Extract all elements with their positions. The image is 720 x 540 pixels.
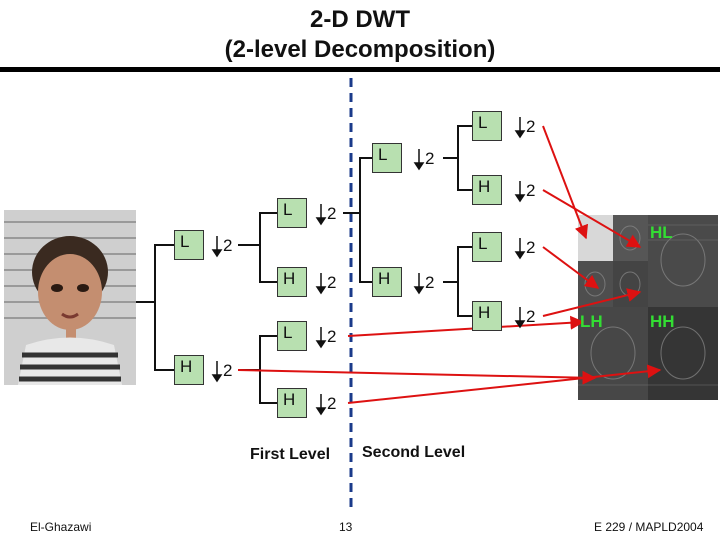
subband-label-lh: LH [580,312,603,331]
arrow-hh [542,288,642,317]
filter-box-l2-lh: H [472,175,502,205]
decomposed-image [578,215,718,400]
slide-title: 2-D DWT [310,6,410,33]
downsample-label: 2 [327,273,337,292]
title-rule [0,67,720,72]
downsample-label: 2 [327,394,337,413]
downsample-label: 2 [223,236,233,255]
downsample-label: 2 [526,238,536,257]
downsample-label: 2 [526,117,536,136]
input-photo [4,210,136,385]
filter-box-l2-hl: L [472,232,502,262]
filter-box-l2-hh: H [472,301,502,331]
filter-box-lll: L [372,143,402,173]
footer-page-number: 13 [339,520,353,534]
filter-box-ll: L [277,198,307,228]
first-level-label: First Level [250,446,331,463]
arrow-level1-hh [347,364,662,404]
footer-course: E 229 / MAPLD2004 [594,520,704,534]
subband-label-hh: HH [650,312,675,331]
downsample-label: 2 [425,273,435,292]
arrow-level1-lh [347,315,585,337]
filter-box-l1-high: H [174,355,204,385]
arrow-lh [542,246,600,289]
second-level-label: Second Level [362,444,466,461]
footer-author: El-Ghazawi [30,520,92,534]
downsample-label: 2 [425,149,435,168]
filter-box-hh: H [277,388,307,418]
filter-box-llh: H [372,267,402,297]
subband-label-hl: HL [650,223,673,242]
filter-box-l2-ll: L [472,111,502,141]
arrow-level1-hl [237,369,597,385]
arrow-hl [542,189,642,248]
filter-box-hl: L [277,321,307,351]
arrow-ll [542,125,589,240]
downsample-label: 2 [327,204,337,223]
downsample-label: 2 [327,327,337,346]
slide-subtitle: (2-level Decomposition) [224,36,496,63]
filter-box-lh: H [277,267,307,297]
downsample-label: 2 [526,181,536,200]
downsample-label: 2 [526,307,536,326]
downsample-label: 2 [223,361,233,380]
filter-box-l1-low: L [174,230,204,260]
